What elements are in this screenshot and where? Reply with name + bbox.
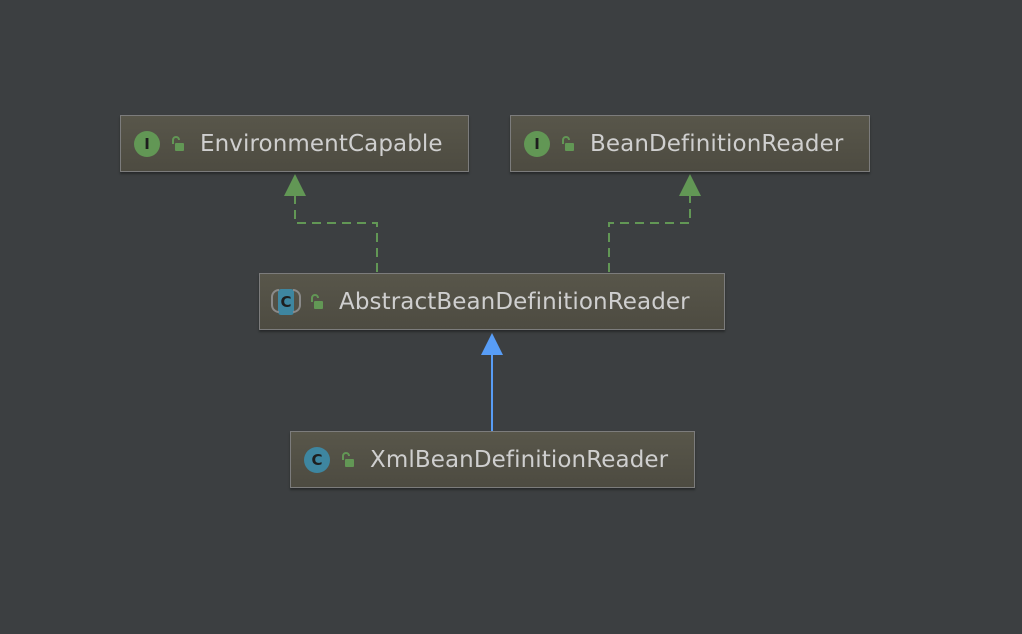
public-unlock-icon <box>342 451 354 467</box>
public-unlock-icon <box>562 135 574 151</box>
node-bean-definition-reader[interactable]: I BeanDefinitionReader <box>510 115 870 172</box>
extends-edge-abstract-bean-definition-reader <box>481 333 503 431</box>
public-unlock-icon <box>311 293 323 309</box>
node-abstract-bean-definition-reader[interactable]: C AbstractBeanDefinitionReader <box>259 273 725 330</box>
interface-icon: I <box>524 130 550 157</box>
implements-edge-environment-capable <box>284 174 378 272</box>
node-environment-capable[interactable]: I EnvironmentCapable <box>120 115 469 172</box>
implements-edge-bean-definition-reader <box>608 174 701 272</box>
abstract-class-icon: C <box>271 288 301 315</box>
interface-icon: I <box>134 130 160 157</box>
node-xml-bean-definition-reader[interactable]: C XmlBeanDefinitionReader <box>290 431 695 488</box>
class-icon: C <box>304 446 330 473</box>
node-label: EnvironmentCapable <box>200 130 443 157</box>
node-label: XmlBeanDefinitionReader <box>370 446 669 473</box>
public-unlock-icon <box>172 135 184 151</box>
node-label: BeanDefinitionReader <box>590 130 844 157</box>
node-label: AbstractBeanDefinitionReader <box>339 288 690 315</box>
